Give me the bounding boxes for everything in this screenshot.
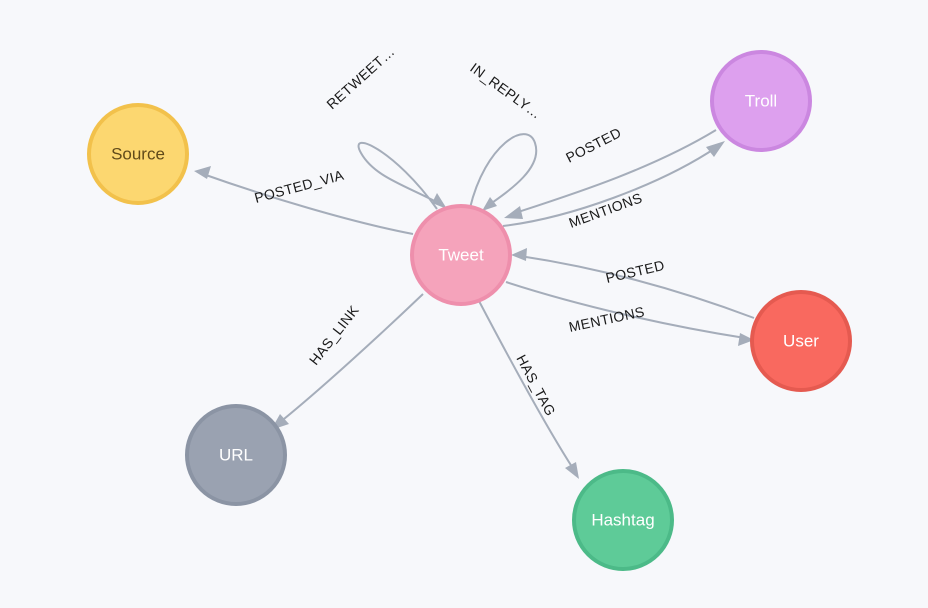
edge-has-tag[interactable] [478, 300, 579, 479]
edge-posted-user-arrowhead [511, 248, 527, 261]
edge-mentions-troll-path [502, 146, 718, 227]
edge-posted-troll-path [511, 129, 717, 215]
edge-mentions-user-path [505, 281, 746, 339]
edge-retweeted-arrowhead [432, 193, 447, 209]
edge-posted-via[interactable] [194, 166, 414, 235]
node-troll-label: Troll [745, 91, 777, 110]
edge-has-link-path [278, 293, 424, 424]
edge-has-tag-path [478, 300, 575, 471]
node-source[interactable]: Source [87, 103, 189, 205]
node-hashtag-label: Hashtag [591, 510, 654, 529]
edge-posted-via-path [202, 173, 414, 235]
edge-retweeted[interactable] [357, 141, 447, 210]
node-url-circle [185, 404, 287, 506]
edge-posted-user[interactable] [511, 248, 755, 319]
node-user-circle [750, 290, 852, 392]
edge-mentions-troll-arrowhead [706, 141, 725, 157]
node-tweet-label: Tweet [438, 245, 484, 264]
edge-mentions-user-arrowhead [738, 333, 754, 346]
edge-posted-via-arrowhead [194, 166, 211, 179]
edge-mentions-user[interactable] [505, 281, 754, 346]
edge-mentions-troll[interactable] [502, 141, 725, 227]
edge-in-reply-to-arrowhead [482, 197, 497, 211]
node-source-label: Source [111, 144, 165, 163]
edge-posted-troll-arrowhead [504, 206, 523, 219]
node-tweet[interactable]: Tweet [410, 204, 512, 306]
edge-in-reply-to-path [469, 133, 538, 209]
edge-layer [194, 129, 755, 479]
node-user[interactable]: User [750, 290, 852, 392]
edge-posted-user-path [519, 255, 755, 319]
edge-in-reply-to[interactable] [469, 133, 538, 211]
node-tweet-circle [410, 204, 512, 306]
node-url-label: URL [219, 445, 253, 464]
edge-label-has-tag: HAS_TAG [513, 352, 559, 419]
node-source-circle [87, 103, 189, 205]
edge-label-in-reply-to: IN_REPLY… [467, 59, 545, 121]
edge-label-retweeted: RETWEET… [323, 43, 397, 112]
edge-has-tag-arrowhead [565, 462, 579, 479]
edge-label-posted-via: POSTED_VIA [253, 167, 346, 206]
node-troll-circle [710, 50, 812, 152]
edge-label-mentions-user: MENTIONS [567, 303, 646, 335]
node-hashtag-circle [572, 469, 674, 571]
node-layer: Source Troll User URL Hashtag Tweet [87, 50, 852, 571]
edge-label-posted-user: POSTED [604, 257, 666, 286]
node-url[interactable]: URL [185, 404, 287, 506]
edge-label-posted-troll: POSTED [563, 124, 624, 165]
edge-posted-troll[interactable] [504, 129, 717, 219]
node-user-label: User [783, 331, 819, 350]
edge-retweeted-path [357, 141, 445, 210]
node-hashtag[interactable]: Hashtag [572, 469, 674, 571]
node-troll[interactable]: Troll [710, 50, 812, 152]
